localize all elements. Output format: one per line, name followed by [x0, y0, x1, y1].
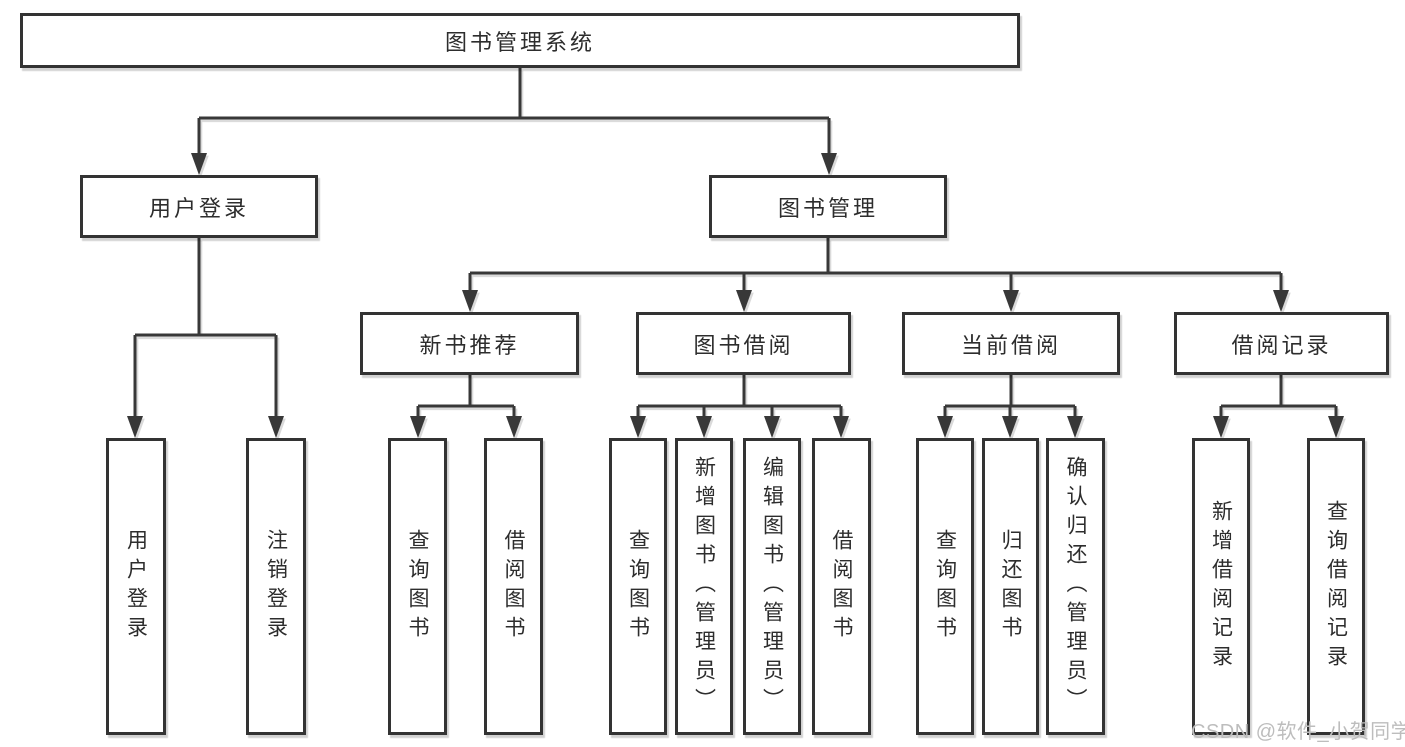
leaf-user-login: 用户登录: [106, 438, 166, 735]
leaf-add-borrow-record: 新增借阅记录: [1192, 438, 1250, 735]
leaf-search-books-borrow: 查询图书: [609, 438, 667, 735]
leaf-borrow-books-recommend: 借阅图书: [484, 438, 543, 735]
leaf-search-books-recommend: 查询图书: [388, 438, 447, 735]
leaf-search-books-current: 查询图书: [916, 438, 974, 735]
leaf-borrow-books: 借阅图书: [812, 438, 871, 735]
node-book-borrow: 图书借阅: [636, 312, 851, 375]
leaf-logout: 注销登录: [246, 438, 306, 735]
leaf-edit-book-admin: 编辑图书（管理员）: [743, 438, 801, 735]
node-new-book-recommend: 新书推荐: [360, 312, 579, 375]
node-borrow-records: 借阅记录: [1174, 312, 1389, 375]
node-current-borrow: 当前借阅: [902, 312, 1120, 375]
node-library-system: 图书管理系统: [20, 13, 1020, 68]
node-user-login: 用户登录: [80, 175, 318, 238]
leaf-return-book: 归还图书: [982, 438, 1039, 735]
leaf-search-borrow-record: 查询借阅记录: [1307, 438, 1365, 735]
watermark: CSDN @软件_小贺同学: [1191, 721, 1405, 743]
node-book-management: 图书管理: [709, 175, 947, 238]
leaf-add-book-admin: 新增图书（管理员）: [675, 438, 733, 735]
leaf-confirm-return-admin: 确认归还（管理员）: [1046, 438, 1105, 735]
